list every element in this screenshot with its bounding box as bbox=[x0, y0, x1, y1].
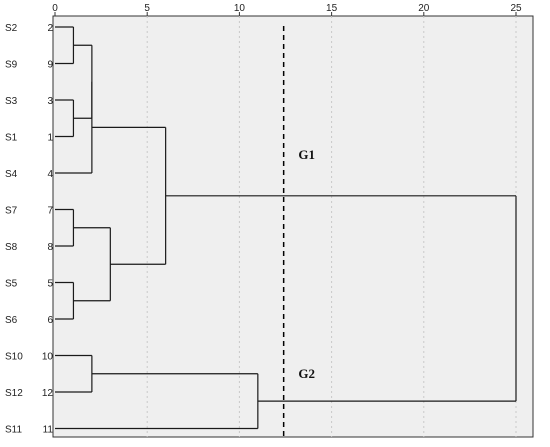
x-tick-label: 20 bbox=[418, 3, 430, 14]
case-label: 10 bbox=[42, 352, 54, 363]
sample-label: S4 bbox=[5, 169, 18, 180]
case-label: 12 bbox=[42, 388, 54, 399]
x-tick-label: 25 bbox=[510, 3, 522, 14]
case-label: 2 bbox=[47, 23, 53, 34]
case-label: 3 bbox=[47, 96, 53, 107]
case-label: 9 bbox=[47, 60, 53, 71]
case-label: 7 bbox=[47, 206, 53, 217]
sample-label: S2 bbox=[5, 23, 18, 34]
x-tick-label: 0 bbox=[52, 3, 58, 14]
case-label: 4 bbox=[47, 169, 53, 180]
sample-label: S7 bbox=[5, 206, 18, 217]
group-label: G1 bbox=[298, 147, 315, 162]
x-tick-label: 10 bbox=[234, 3, 246, 14]
sample-label: S11 bbox=[5, 425, 22, 436]
case-label: 6 bbox=[47, 315, 53, 326]
group-label: G2 bbox=[298, 366, 315, 381]
case-label: 1 bbox=[47, 133, 53, 144]
sample-label: S12 bbox=[5, 388, 23, 399]
sample-label: S10 bbox=[5, 352, 23, 363]
x-tick-label: 5 bbox=[144, 3, 150, 14]
plot-area bbox=[52, 15, 534, 438]
case-label: 11 bbox=[43, 425, 54, 436]
sample-label: S8 bbox=[5, 242, 18, 253]
sample-label: S1 bbox=[5, 133, 18, 144]
case-label: 8 bbox=[47, 242, 53, 253]
case-label: 5 bbox=[47, 279, 53, 290]
sample-label: S6 bbox=[5, 315, 18, 326]
x-tick-label: 15 bbox=[326, 3, 338, 14]
sample-label: S5 bbox=[5, 279, 18, 290]
sample-label: S3 bbox=[5, 96, 18, 107]
sample-label: S9 bbox=[5, 60, 18, 71]
